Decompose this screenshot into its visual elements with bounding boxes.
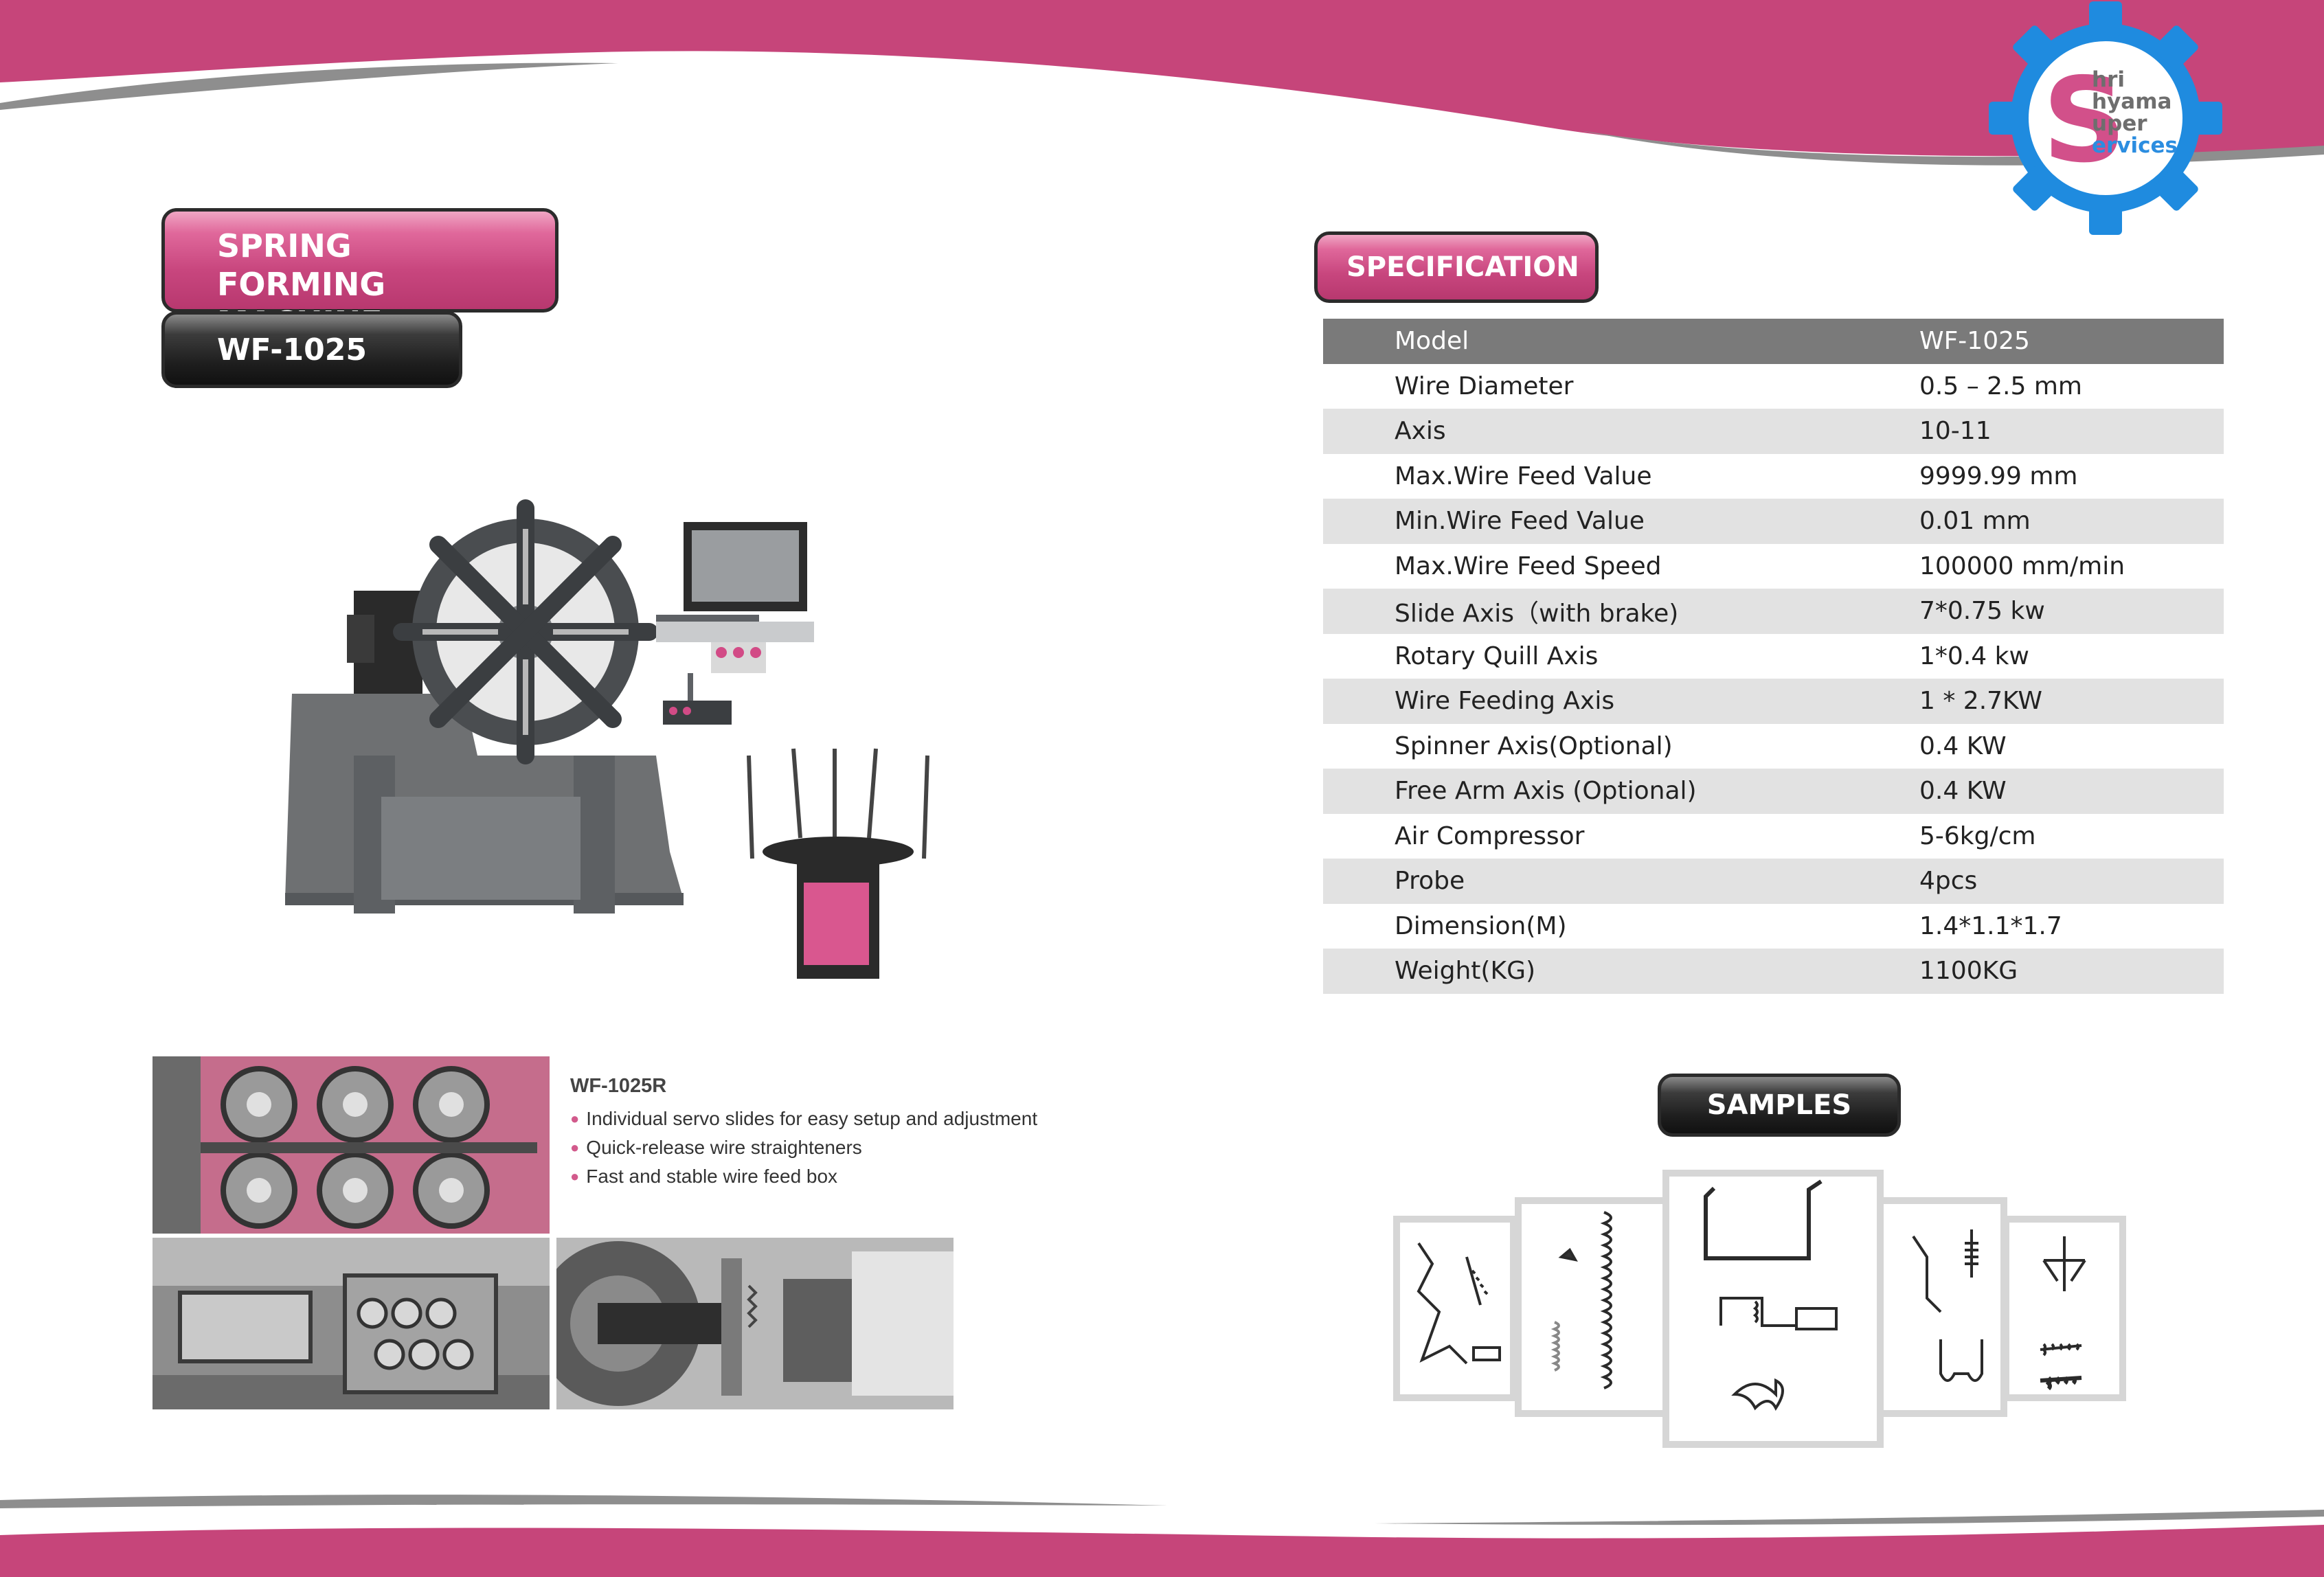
table-row: Max.Wire Feed Speed 100000 mm/min (1323, 544, 2224, 589)
spec-label: Free Arm Axis (Optional) (1323, 769, 1919, 814)
company-name-line: uper (2092, 111, 2147, 136)
table-row: Air Compressor 5-6kg/cm (1323, 814, 2224, 859)
spec-label: Min.Wire Feed Value (1323, 499, 1919, 544)
model-name: WF-1025 (217, 332, 367, 367)
spec-value: 4pcs (1919, 859, 2224, 904)
table-row: Dimension(M) 1.4*1.1*1.7 (1323, 904, 2224, 949)
company-name-line: ervices (2092, 133, 2178, 158)
spec-label: Dimension(M) (1395, 911, 1567, 940)
table-row: Slide Axis（with brake)7*0.75 kw (1323, 589, 2224, 634)
feature-model-title: WF-1025R (570, 1075, 667, 1097)
feature-text: Quick-release wire straighteners (586, 1137, 862, 1158)
spec-value: 0.01 mm (1919, 499, 2224, 544)
product-title-badge: SPRING FORMING MACHINE (161, 208, 559, 341)
spec-value: 0.5 – 2.5 mm (1919, 372, 2082, 400)
feature-item: ● Individual servo slides for easy setup … (570, 1104, 1161, 1133)
model-badge: WF-1025 (161, 311, 462, 388)
bottom-wave-banner (0, 1495, 2324, 1577)
feature-item: ● Quick-release wire straighteners (570, 1133, 1161, 1162)
feature-text: Fast and stable wire feed box (586, 1166, 838, 1187)
svg-text:S: S (2042, 53, 2126, 189)
table-row: Spinner Axis(Optional) 0.4 KW (1323, 724, 2224, 769)
spring-samples-image (1393, 1170, 2126, 1448)
spec-label: Spinner Axis(Optional) (1395, 731, 1673, 760)
company-name: hri hyama uper ervices (2092, 69, 2222, 157)
specification-badge: SPECIFICATION (1314, 231, 1599, 303)
spec-label: Wire Diameter (1395, 372, 1574, 400)
wire-feed-box-photo (153, 1238, 550, 1409)
spec-label: Axis (1323, 409, 1919, 454)
feature-text: Individual servo slides for easy setup a… (586, 1108, 1038, 1129)
spec-label: Air Compressor (1395, 821, 1585, 850)
spec-label: Slide Axis（with brake) (1323, 589, 1919, 634)
spec-value: 1100KG (1919, 949, 2224, 994)
table-row: Max.Wire Feed Value 9999.99 mm (1323, 454, 2224, 499)
wire-straightener-photo (153, 1056, 550, 1234)
bullet-icon: ● (570, 1139, 580, 1156)
spec-value: 100000 mm/min (1919, 552, 2125, 580)
spec-value: 1 * 2.7KW (1919, 679, 2224, 724)
table-row: Rotary Quill Axis 1*0.4 kw (1323, 634, 2224, 679)
top-wave-banner (0, 0, 2324, 166)
spec-value: WF-1025 (1919, 319, 2224, 364)
rotary-tool-photo (556, 1238, 954, 1409)
bullet-icon: ● (570, 1110, 580, 1127)
specification-title: SPECIFICATION (1346, 251, 1579, 283)
bullet-icon: ● (570, 1168, 580, 1185)
table-row: Free Arm Axis (Optional) 0.4 KW (1323, 769, 2224, 814)
spec-value: 1.4*1.1*1.7 (1919, 911, 2062, 940)
spec-label: Max.Wire Feed Speed (1395, 552, 1662, 580)
table-row: Weight(KG)1100KG (1323, 949, 2224, 994)
spec-value: 0.4 KW (1919, 731, 2007, 760)
samples-title: SAMPLES (1706, 1089, 1852, 1121)
spec-label: Wire Feeding Axis (1323, 679, 1919, 724)
spec-label: Max.Wire Feed Value (1395, 462, 1652, 490)
feature-list: WF-1025R ● Individual servo slides for ea… (570, 1075, 1161, 1191)
spec-label: Weight(KG) (1323, 949, 1919, 994)
spec-value: 0.4 KW (1919, 769, 2224, 814)
spec-value: 5-6kg/cm (1919, 821, 2036, 850)
spec-value: 7*0.75 kw (1919, 589, 2224, 634)
spec-label: Rotary Quill Axis (1395, 642, 1599, 670)
table-row: Wire Diameter 0.5 – 2.5 mm (1323, 364, 2224, 409)
spec-label: Probe (1323, 859, 1919, 904)
company-logo-gear: S (1989, 1, 2222, 235)
spec-value: 10-11 (1919, 409, 2224, 454)
spec-value: 9999.99 mm (1919, 462, 2078, 490)
company-name-line: hyama (2092, 89, 2172, 114)
company-name-line: hri (2092, 67, 2125, 92)
feature-item: ● Fast and stable wire feed box (570, 1162, 1161, 1191)
spec-value: 1*0.4 kw (1919, 642, 2029, 670)
spec-label: Model (1323, 319, 1919, 364)
spring-forming-machine-image (285, 499, 929, 979)
samples-badge: SAMPLES (1658, 1074, 1901, 1137)
